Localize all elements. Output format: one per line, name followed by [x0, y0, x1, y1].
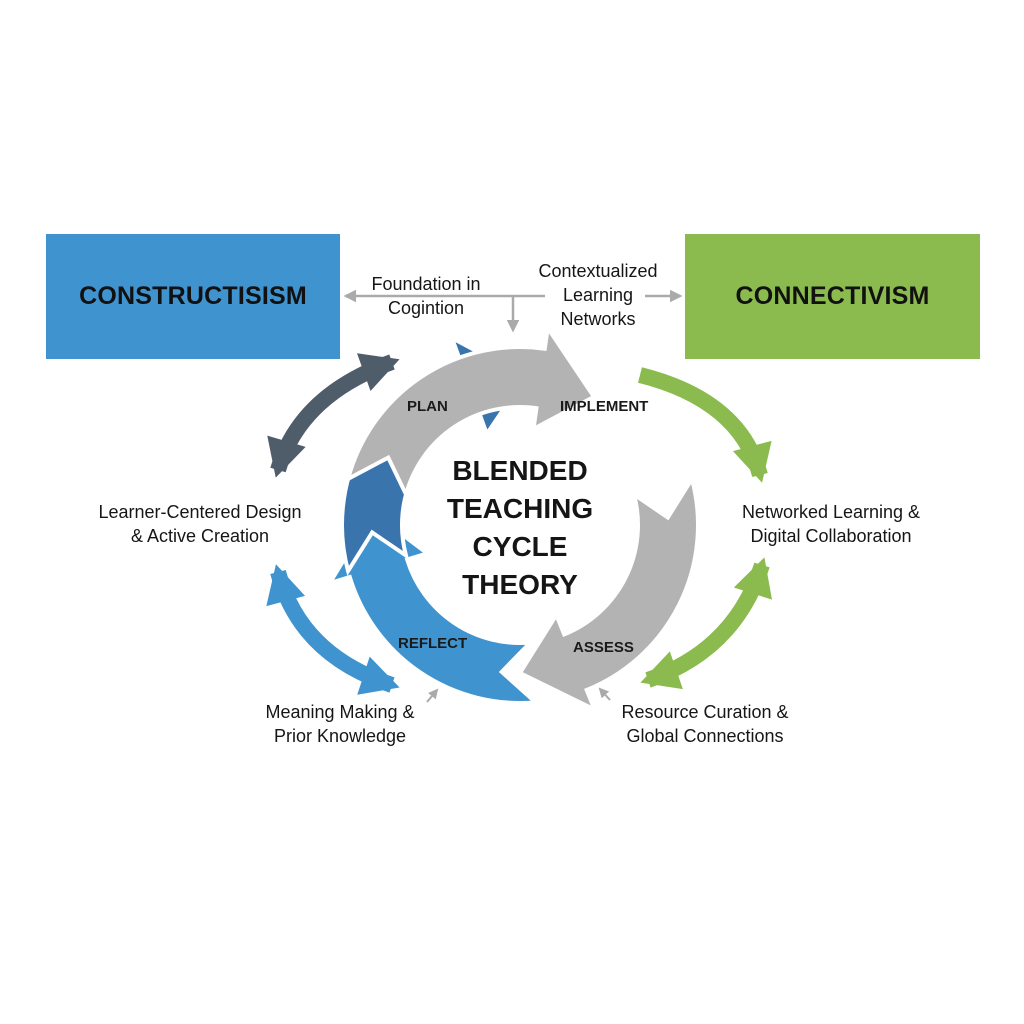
outcome-meaning-making-line2: Prior Knowledge — [273, 726, 407, 746]
stage-plan: PLAN — [407, 398, 448, 415]
outer-arrow-bottom-left-head-end — [357, 656, 400, 695]
outcome-meaning-making-line1: Meaning Making & — [265, 702, 415, 722]
outcome-meaning-making: Meaning Making & Prior Knowledge — [245, 700, 435, 748]
cycle-arrow-assess — [325, 509, 541, 705]
connectivism-box: CONNECTIVISM — [685, 234, 980, 359]
outer-arrow-bottom-right-head-end — [640, 651, 683, 690]
top-connectors — [343, 289, 683, 333]
outer-arrow-top-left-head-start — [357, 353, 400, 391]
stage-assess: ASSESS — [573, 639, 634, 656]
outer-arrow-bottom-left-head-start — [266, 564, 306, 607]
foundation-label: Foundation in Cogintion — [356, 272, 496, 320]
outcome-resource-curation-line1: Resource Curation & — [621, 702, 789, 722]
connectivism-label: CONNECTIVISM — [735, 282, 930, 310]
center-title-line4: THEORY — [462, 569, 578, 600]
outcome-learner-centered-line2: & Active Creation — [130, 526, 270, 546]
center-title-line1: BLENDED — [452, 455, 588, 486]
outcome-networked-learning-line1: Networked Learning & — [741, 502, 921, 522]
constructivism-box: CONSTRUCTISISM — [46, 234, 340, 359]
pointer-arrow-assess — [598, 687, 611, 701]
outer-arrow-top-right — [638, 367, 772, 483]
outer-arrow-top-left — [267, 353, 400, 478]
pointer-arrow-reflect — [426, 688, 439, 703]
outcome-resource-curation: Resource Curation & Global Connections — [600, 700, 810, 748]
constructivism-label: CONSTRUCTISISM — [79, 282, 307, 310]
foundation-label-line2: Cogintion — [387, 298, 465, 318]
outcome-networked-learning-line2: Digital Collaboration — [750, 526, 912, 546]
outer-arrow-top-right-head — [732, 440, 772, 483]
foundation-label-line1: Foundation in — [371, 274, 481, 294]
networks-label-line2: Learning — [562, 285, 634, 305]
center-title-line2: TEACHING — [446, 493, 594, 524]
center-title-line3: CYCLE — [472, 531, 568, 562]
outcome-learner-centered-line1: Learner-Centered Design — [98, 502, 302, 522]
outer-arrow-bottom-right — [640, 557, 772, 690]
outcome-networked-learning: Networked Learning & Digital Collaborati… — [718, 500, 944, 548]
cycle-arrow-plan — [344, 322, 597, 501]
stage-implement: IMPLEMENT — [560, 398, 649, 415]
outer-arrow-top-left-head-end — [267, 435, 306, 478]
networks-label-line1: Contextualized — [538, 261, 658, 281]
outcome-resource-curation-line2: Global Connections — [626, 726, 784, 746]
outer-arrow-bottom-right-head-start — [733, 557, 772, 600]
networks-label-line3: Networks — [560, 309, 636, 329]
outcome-learner-centered: Learner-Centered Design & Active Creatio… — [80, 500, 320, 548]
cycle-arrow-implement — [517, 473, 700, 714]
networks-label: Contextualized Learning Networks — [525, 259, 671, 331]
stage-reflect: REFLECT — [398, 635, 468, 652]
center-title: BLENDED TEACHING CYCLE THEORY — [420, 452, 620, 604]
outer-arrow-bottom-left — [266, 564, 400, 695]
